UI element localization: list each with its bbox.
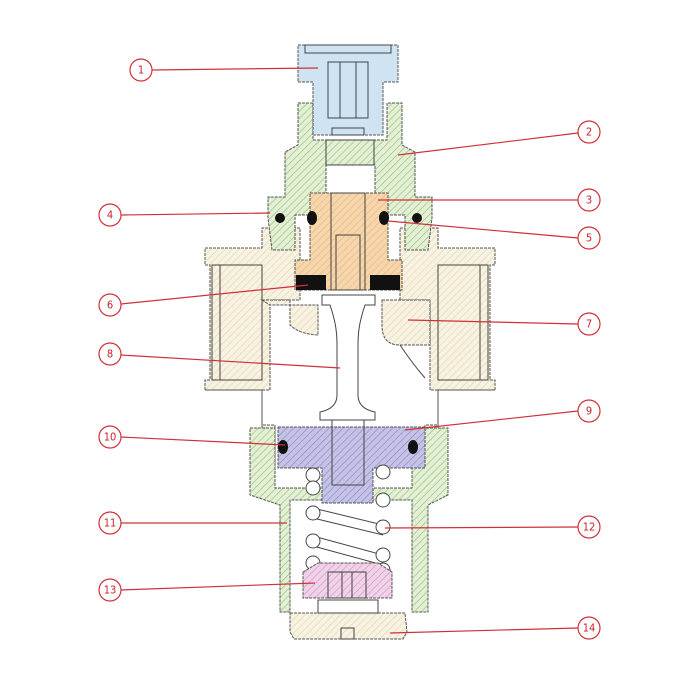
svg-text:7: 7	[586, 318, 592, 331]
svg-text:13: 13	[104, 584, 117, 597]
callout-2: 2	[577, 120, 601, 144]
callout-9: 9	[577, 399, 601, 423]
svg-text:8: 8	[107, 348, 113, 361]
callout-14: 14	[577, 616, 601, 640]
svg-text:11: 11	[104, 517, 117, 530]
svg-text:9: 9	[586, 405, 592, 418]
flat-seal-right	[370, 275, 400, 290]
bottom-cap	[289, 612, 408, 640]
o-ring	[275, 213, 285, 223]
spring-nut	[302, 562, 393, 599]
svg-text:10: 10	[104, 431, 117, 444]
o-ring	[307, 211, 317, 225]
piston	[277, 426, 426, 504]
callout-3: 3	[577, 188, 601, 212]
svg-text:4: 4	[107, 209, 113, 222]
valve-stem	[319, 294, 376, 421]
o-ring	[379, 211, 389, 225]
o-ring	[412, 213, 422, 223]
o-ring	[278, 440, 288, 454]
svg-text:5: 5	[586, 232, 592, 245]
svg-text:12: 12	[583, 521, 596, 534]
callout-8: 8	[98, 342, 122, 366]
svg-text:2: 2	[586, 126, 592, 139]
callout-6: 6	[98, 293, 122, 317]
svg-text:14: 14	[583, 622, 596, 635]
callout-12: 12	[577, 515, 601, 539]
bonnet-bore	[325, 139, 375, 166]
o-ring	[408, 440, 418, 454]
svg-text:1: 1	[138, 64, 144, 77]
callout-7: 7	[577, 312, 601, 336]
callout-5: 5	[577, 226, 601, 250]
adjustment-cap	[297, 44, 399, 136]
callout-11: 11	[98, 511, 122, 535]
callout-13: 13	[98, 578, 122, 602]
valve-body	[204, 227, 496, 471]
svg-text:6: 6	[107, 299, 113, 312]
flat-seal-left	[296, 275, 326, 290]
leader-lines	[120, 67, 579, 634]
svg-text:3: 3	[586, 194, 592, 207]
callout-10: 10	[98, 425, 122, 449]
callout-4: 4	[98, 203, 122, 227]
callout-1: 1	[129, 58, 153, 82]
